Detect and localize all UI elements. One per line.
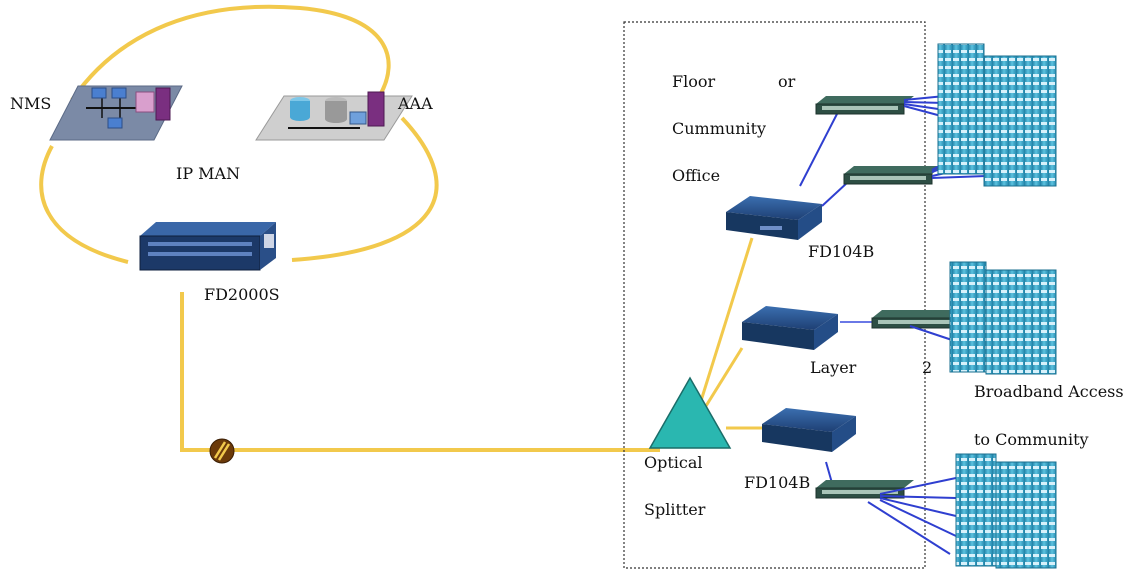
ip-man-label: IP MAN bbox=[176, 164, 241, 183]
or-label: or bbox=[778, 72, 796, 91]
aaa-label: AAA bbox=[398, 94, 433, 113]
optical-label: Optical bbox=[644, 453, 703, 472]
floor-label: Floor bbox=[672, 72, 716, 91]
building-icon bbox=[955, 453, 1057, 569]
building-boundary bbox=[623, 21, 926, 569]
fd104b-top-device bbox=[726, 196, 822, 240]
building-icon bbox=[937, 43, 1057, 187]
layer-number-label: 2 bbox=[922, 358, 933, 377]
fd104b-top-label: FD104B bbox=[808, 242, 875, 261]
copper-link bbox=[799, 111, 839, 187]
building-icon bbox=[949, 261, 1057, 375]
splitter-label: Splitter bbox=[644, 500, 706, 519]
community-label: Cummunity bbox=[672, 119, 767, 138]
office-label: Office bbox=[672, 166, 721, 185]
broadband-access-label: Broadband Access bbox=[974, 382, 1124, 401]
copper-link bbox=[821, 181, 849, 207]
fiber-to-layer2 bbox=[704, 347, 744, 407]
fiber-attenuator-icon bbox=[209, 438, 235, 464]
nms-label: NMS bbox=[10, 94, 52, 113]
aaa-server-platform-icon bbox=[255, 91, 413, 141]
to-community-label: to Community bbox=[974, 430, 1089, 449]
layer-label: Layer bbox=[810, 358, 857, 377]
fiber-to-fd104b-top bbox=[698, 237, 754, 405]
fiber-loop-top bbox=[39, 4, 439, 264]
layer2-onu-device bbox=[742, 306, 838, 350]
fd2000s-label: FD2000S bbox=[204, 285, 280, 304]
fd104b-bottom-label: FD104B bbox=[744, 473, 811, 492]
floor-switch-1 bbox=[815, 96, 914, 115]
fd2000s-olt-device bbox=[139, 222, 276, 271]
copper-fanout-3 bbox=[867, 477, 957, 555]
fiber-trunk bbox=[180, 292, 660, 452]
community-switch bbox=[815, 480, 914, 499]
optical-splitter-icon bbox=[648, 376, 732, 449]
nms-lan-platform-icon bbox=[49, 85, 183, 141]
fd104b-bottom-device bbox=[762, 408, 856, 452]
floor-switch-2 bbox=[843, 166, 942, 185]
